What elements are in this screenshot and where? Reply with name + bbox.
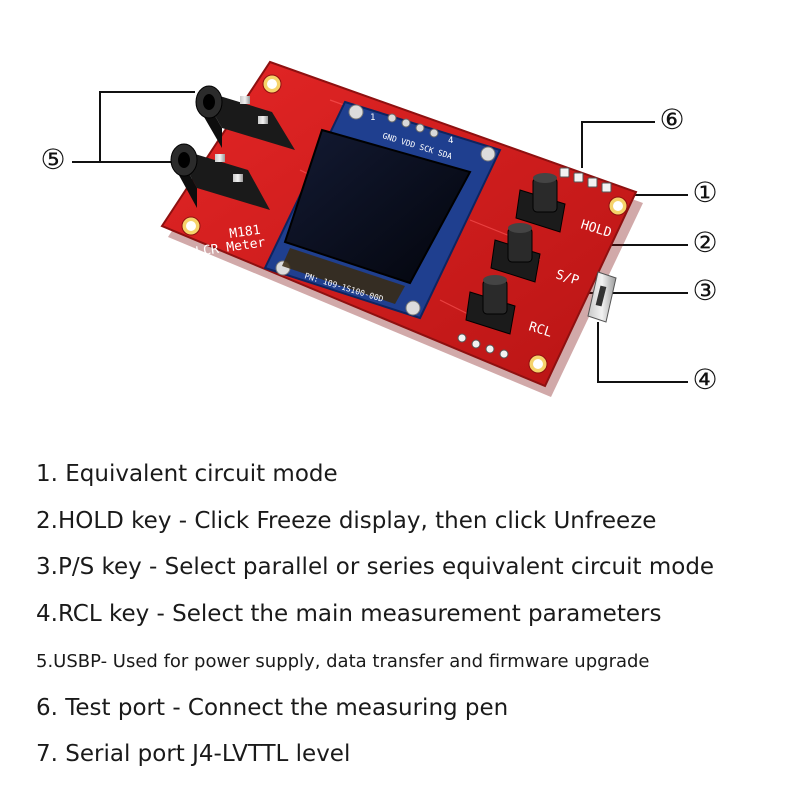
serial-port-pads: [457, 333, 509, 359]
oled-pin4-label: 4: [448, 136, 453, 146]
callout-line-6: [581, 121, 655, 168]
callout-6: ⑥: [659, 103, 685, 136]
callout-2: ②: [692, 226, 718, 259]
oled-pin1-label: 1: [370, 113, 375, 123]
sp-key: [490, 223, 541, 283]
audio-jack-upper: [195, 85, 295, 150]
audio-jack-lower: [170, 143, 270, 210]
product-figure: M181 LCR Meter 1 4 GND VDD SCK SDA PN: 1…: [72, 60, 688, 397]
callout-4: ④: [692, 363, 718, 396]
description-4: 4.RCL key - Select the main measurement …: [36, 601, 662, 627]
callout-line-4: [597, 322, 688, 383]
callout-1: ①: [692, 176, 718, 209]
description-5: 5.USBP- Used for power supply, data tran…: [36, 651, 650, 672]
description-3: 3.P/S key - Select parallel or series eq…: [36, 554, 715, 580]
sp-key-label: S/P: [554, 267, 581, 288]
callout-5: ⑤: [40, 143, 66, 176]
silkscreen-model: M181: [228, 223, 261, 242]
description-2: 2.HOLD key - Click Freeze display, then …: [36, 508, 657, 534]
oled-module: 1 4 GND VDD SCK SDA PN: 109-1S100-00D: [263, 100, 502, 320]
description-6: 6. Test port - Connect the measuring pen: [36, 695, 509, 721]
rcl-key: [465, 275, 516, 335]
header-pins: [559, 167, 612, 193]
oled-screen: [283, 128, 472, 285]
rcl-key-label: RCL: [527, 319, 554, 340]
callout-3: ③: [692, 274, 718, 307]
description-7: 7. Serial port J4-LVTTL level: [36, 741, 351, 767]
hold-key: [515, 173, 566, 233]
description-1: 1. Equivalent circuit mode: [36, 461, 338, 487]
usb-port: [587, 271, 617, 323]
callout-line-5: [72, 91, 195, 163]
